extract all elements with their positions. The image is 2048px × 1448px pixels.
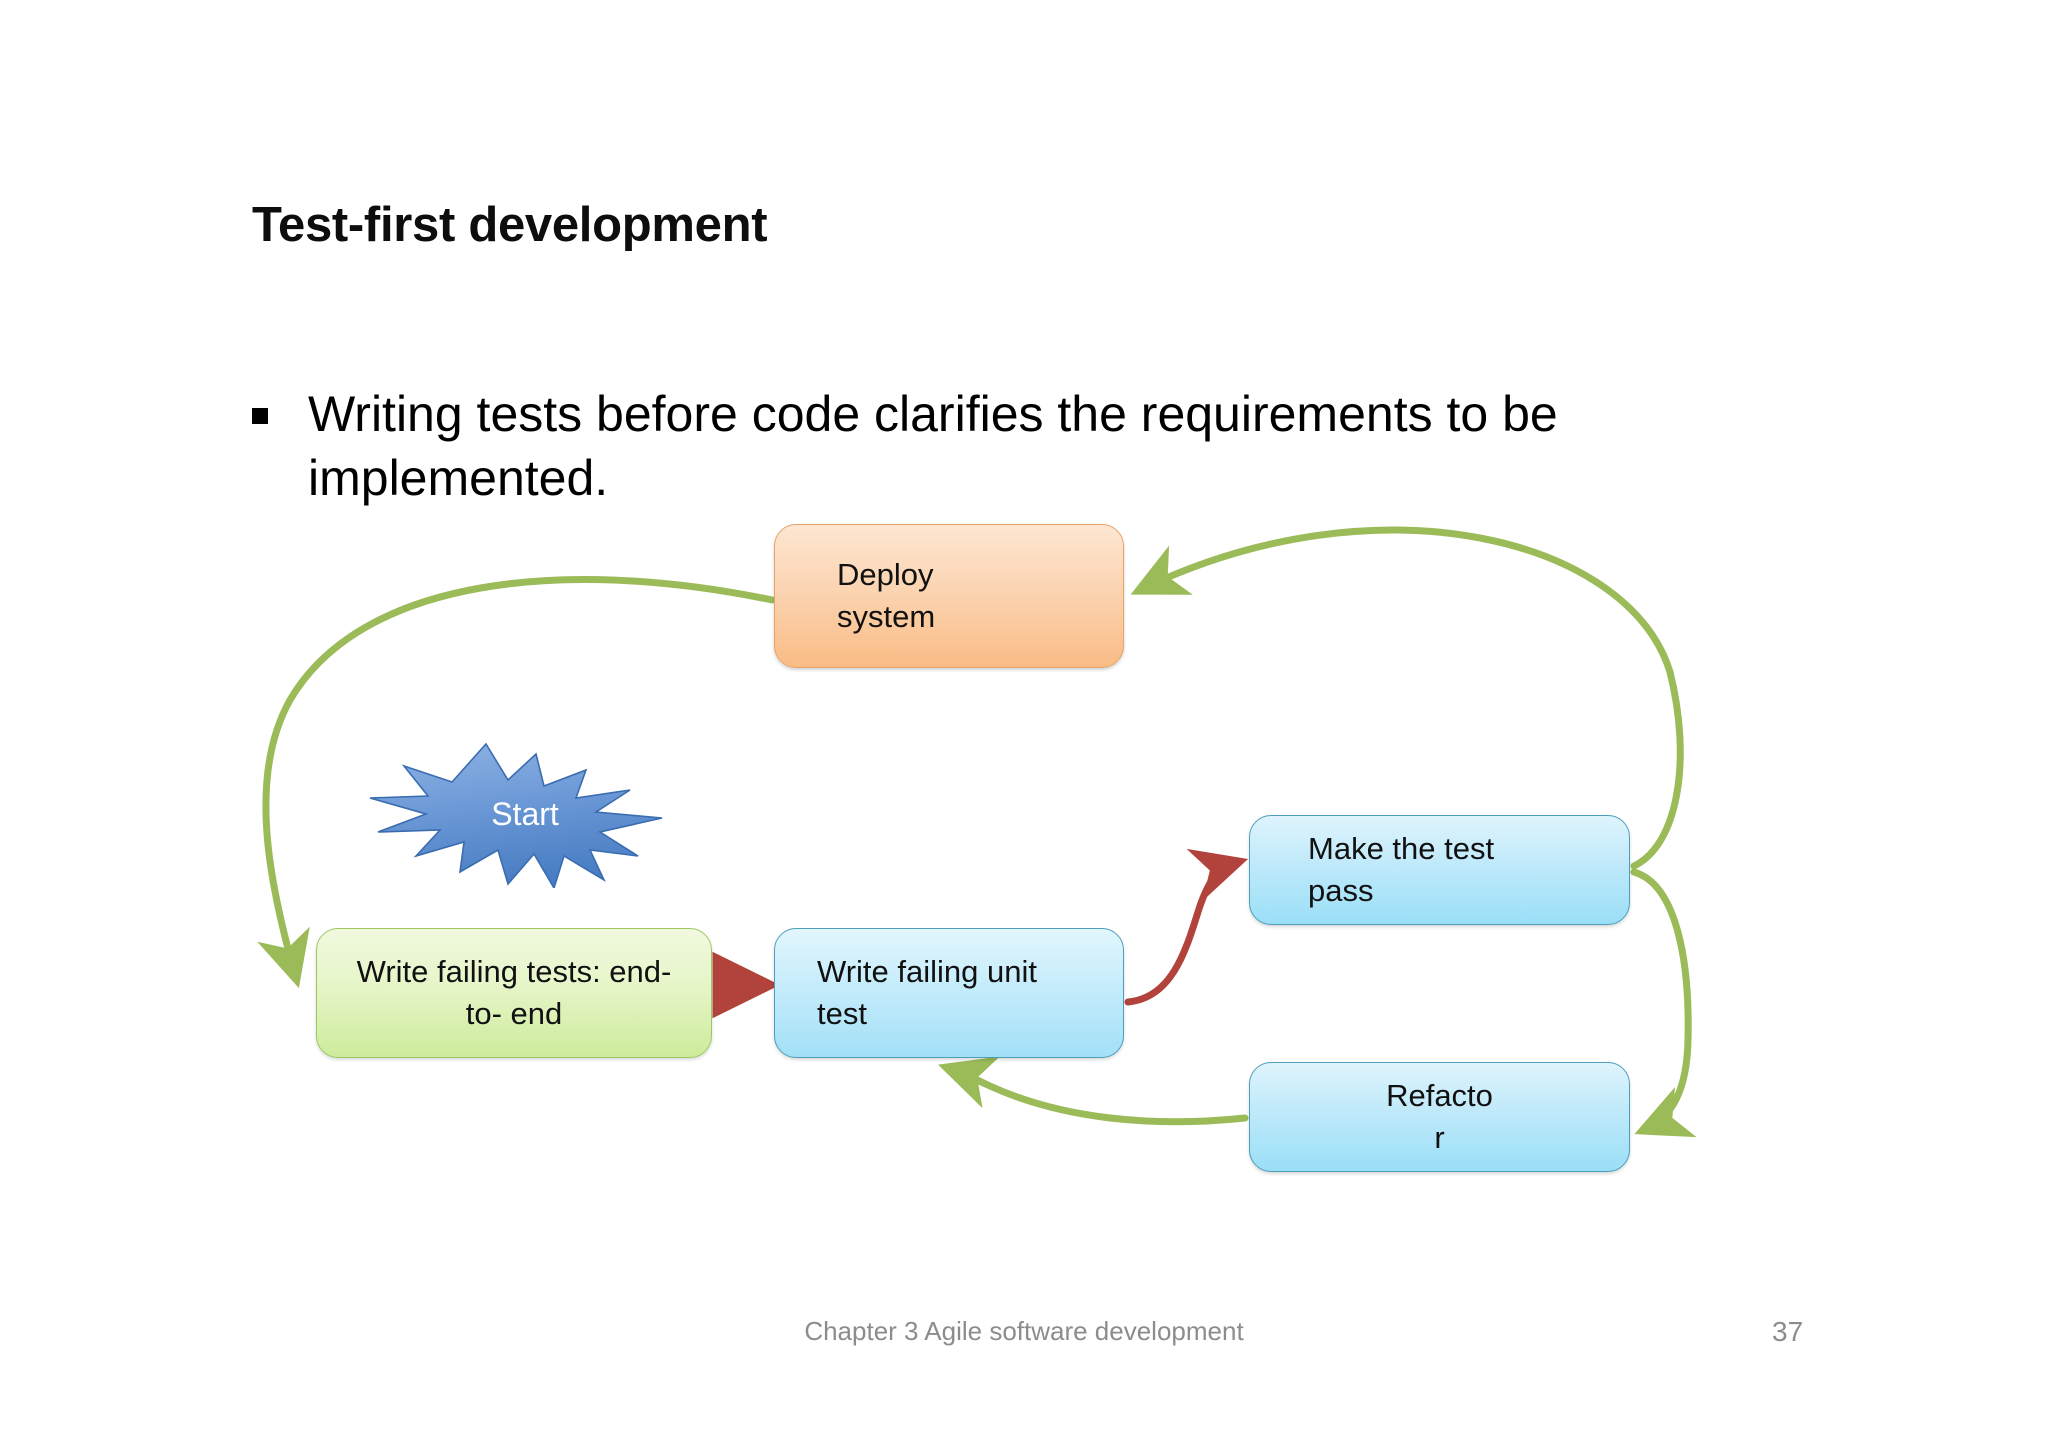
node-start-label: Start: [491, 795, 559, 832]
edge-pass-to-refactor: [1630, 868, 1697, 1138]
node-start[interactable]: Start: [368, 740, 664, 888]
page-number: 37: [1772, 1316, 1804, 1347]
node-make-the-test-pass[interactable]: Make the test pass: [1249, 815, 1630, 925]
node-write-failing-unit-test[interactable]: Write failing unit test: [774, 928, 1124, 1058]
bullet-list-item: Writing tests before code clarifies the …: [252, 382, 1752, 510]
node-write-failing-unit-test-label: Write failing unit test: [817, 954, 1037, 1031]
node-refactor[interactable]: Refacto r: [1249, 1062, 1630, 1172]
node-write-failing-tests-e2e-label: Write failing tests: end- to- end: [356, 954, 672, 1031]
node-make-the-test-pass-label: Make the test pass: [1308, 831, 1495, 908]
footer-text: Chapter 3 Agile software development: [804, 1316, 1244, 1346]
square-bullet-icon: [252, 408, 268, 424]
explosion-icon: [369, 742, 663, 888]
node-write-failing-tests-e2e[interactable]: Write failing tests: end- to- end: [316, 928, 712, 1058]
edge-unit-to-pass: [1124, 848, 1249, 1006]
node-deploy-system[interactable]: Deploy system: [774, 524, 1124, 668]
bullet-item-label: Writing tests before code clarifies the …: [308, 386, 1558, 506]
node-deploy-system-label: Deploy system: [837, 557, 936, 634]
page-title: Test-first development: [252, 198, 768, 252]
node-refactor-label: Refacto r: [1386, 1078, 1493, 1155]
edge-refactor-to-unit: [938, 1056, 1249, 1126]
